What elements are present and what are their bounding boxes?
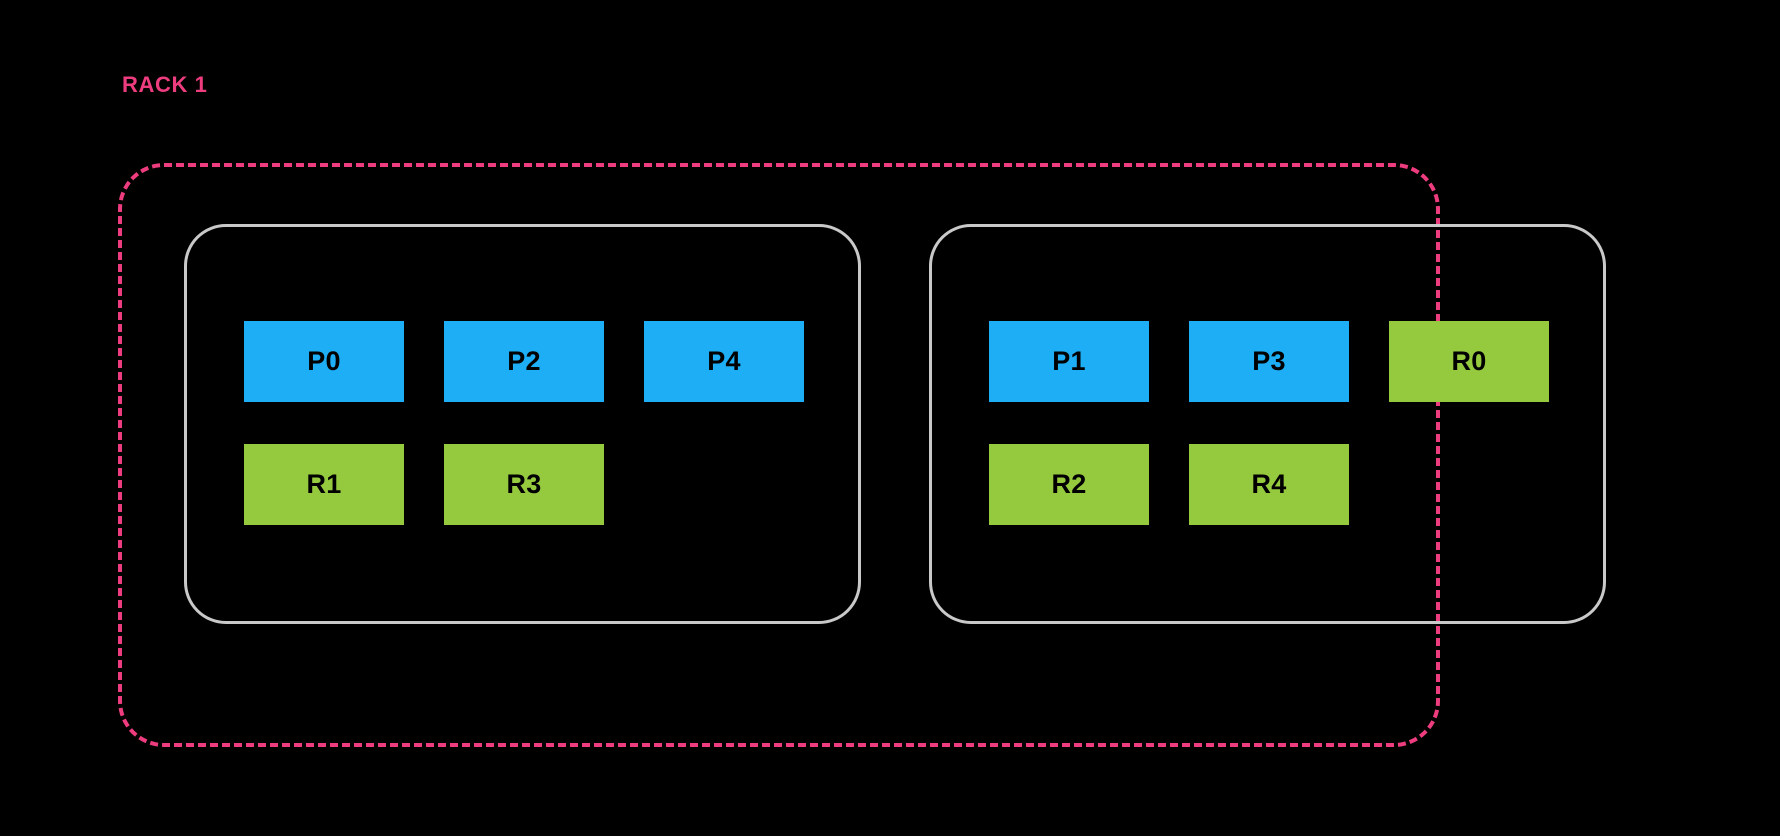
shard-row-primaries: P1 P3 R0 xyxy=(989,321,1549,402)
shard-r2[interactable]: R2 xyxy=(989,444,1149,525)
shard-rows: P0 P2 P4 R1 R3 xyxy=(244,321,804,525)
shard-p4[interactable]: P4 xyxy=(644,321,804,402)
shard-rows: P1 P3 R0 R2 R4 xyxy=(989,321,1549,525)
shard-r0[interactable]: R0 xyxy=(1389,321,1549,402)
shard-r1[interactable]: R1 xyxy=(244,444,404,525)
shard-row-primaries: P0 P2 P4 xyxy=(244,321,804,402)
node-group-left[interactable]: P0 P2 P4 R1 R3 xyxy=(184,224,861,624)
shard-r4[interactable]: R4 xyxy=(1189,444,1349,525)
rack-boundary xyxy=(118,163,1440,747)
shard-p0[interactable]: P0 xyxy=(244,321,404,402)
shard-p2[interactable]: P2 xyxy=(444,321,604,402)
shard-p1[interactable]: P1 xyxy=(989,321,1149,402)
node-group-right[interactable]: P1 P3 R0 R2 R4 xyxy=(929,224,1606,624)
shard-r3[interactable]: R3 xyxy=(444,444,604,525)
shard-row-replicas: R1 R3 xyxy=(244,444,804,525)
shard-row-replicas: R2 R4 xyxy=(989,444,1549,525)
shard-p3[interactable]: P3 xyxy=(1189,321,1349,402)
rack-label: RACK 1 xyxy=(122,72,208,97)
